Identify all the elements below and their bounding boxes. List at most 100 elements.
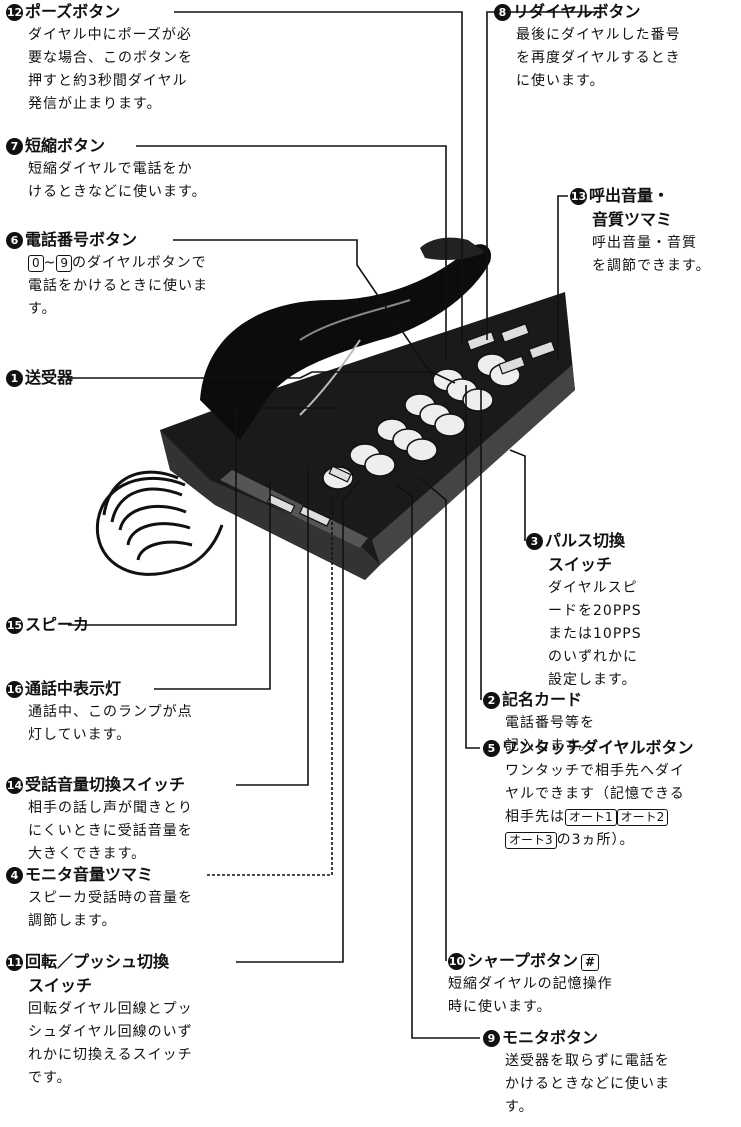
callout-title-line2: 音質ツマミ bbox=[592, 210, 673, 229]
callout-title: シャープボタン bbox=[467, 951, 579, 970]
badge-number: 8 bbox=[494, 4, 511, 21]
description-line: 最後にダイヤルした番号 bbox=[516, 27, 681, 43]
description-line: 回転ダイヤル回線とプッ bbox=[28, 1001, 193, 1017]
leader-rotary bbox=[236, 479, 361, 963]
description-line: 電話をかけるときに使いま bbox=[28, 278, 208, 294]
badge-number: 2 bbox=[483, 692, 500, 709]
telephone-base bbox=[160, 292, 575, 580]
description-line: ワンタッチで相手先へダイ bbox=[505, 763, 685, 779]
key-9: 9 bbox=[56, 255, 73, 272]
description-line: かけるときなどに使いま bbox=[505, 1076, 670, 1092]
description-text: の3ヵ所）。 bbox=[556, 832, 635, 848]
key-auto-3: オート3 bbox=[505, 832, 557, 849]
leader-pulse bbox=[509, 449, 526, 541]
key-0: 0 bbox=[28, 255, 44, 272]
description-line: ダイヤルスピ bbox=[548, 580, 638, 596]
callout-title: スピーカ bbox=[25, 615, 90, 634]
leader-rxvol bbox=[236, 470, 309, 786]
description-line: です。 bbox=[28, 1070, 72, 1086]
description-line: ダイヤル中にポーズが必 bbox=[28, 27, 192, 43]
callout-title: 記名カード bbox=[502, 690, 583, 709]
description-line: 発信が止まります。 bbox=[28, 96, 162, 112]
description-line: 押すと約3秒間ダイヤル bbox=[28, 73, 188, 89]
callout-title: ワンタッチダイヤルボタン bbox=[502, 738, 694, 757]
callout-title-line2: スイッチ bbox=[548, 555, 613, 574]
badge-number: 5 bbox=[483, 740, 500, 757]
description-line: 灯しています。 bbox=[28, 727, 132, 743]
badge-number: 10 bbox=[448, 953, 465, 970]
callout-title: 電話番号ボタン bbox=[25, 230, 138, 249]
callout-title: モニタ音量ツマミ bbox=[25, 865, 154, 884]
description-line: けるときなどに使います。 bbox=[28, 184, 207, 200]
leader-handset-2 bbox=[299, 371, 456, 384]
leader-speaker bbox=[68, 407, 340, 626]
description-line: を調節できます。 bbox=[592, 258, 711, 274]
handset bbox=[200, 237, 491, 440]
badge-number: 7 bbox=[6, 138, 23, 155]
description-line: 電話番号等を bbox=[505, 715, 595, 731]
badge-number: 1 bbox=[6, 370, 23, 387]
leader-onetouch bbox=[465, 385, 480, 749]
tilde: ~ bbox=[43, 255, 57, 271]
key-auto-2: オート2 bbox=[616, 809, 669, 826]
description-line: スピーカ受話時の音量を bbox=[28, 890, 193, 906]
description-line: 設定します。 bbox=[548, 672, 637, 688]
description-line: す。 bbox=[28, 301, 57, 317]
leader-speed bbox=[136, 145, 447, 360]
description-text: のダイヤルボタンで bbox=[72, 255, 207, 271]
description-line: ヤルできます（記憶できる bbox=[505, 786, 685, 802]
description-line: 送受器を取らずに電話を bbox=[505, 1053, 670, 1069]
description-line: 時に使います。 bbox=[448, 999, 552, 1015]
description-line: 通話中、このランプが点 bbox=[28, 704, 193, 720]
callout-title-line2: スイッチ bbox=[28, 976, 93, 995]
sharp-symbol: # bbox=[581, 954, 600, 971]
badge-number: 6 bbox=[6, 232, 23, 249]
badge-number: 3 bbox=[526, 533, 543, 550]
leader-sharp bbox=[419, 477, 447, 961]
badge-number: 16 bbox=[6, 681, 23, 698]
callout-title: パルス切換 bbox=[545, 531, 626, 550]
badge-number: 9 bbox=[483, 1030, 500, 1047]
description-line: れかに切換えるスイッチ bbox=[28, 1047, 193, 1063]
callout-title: 受話音量切換スイッチ bbox=[25, 775, 186, 794]
description-line: を再度ダイヤルするとき bbox=[516, 50, 681, 66]
leader-ringer bbox=[557, 195, 568, 362]
description-line: 短縮ダイヤルの記憶操作 bbox=[448, 976, 613, 992]
description-line: シュダイヤル回線のいず bbox=[28, 1024, 193, 1040]
badge-number: 4 bbox=[6, 867, 23, 884]
callout-title: 送受器 bbox=[25, 368, 74, 387]
description-line: または10PPS bbox=[548, 626, 642, 642]
callout-title: 短縮ボタン bbox=[25, 136, 106, 155]
leader-pause bbox=[174, 11, 463, 345]
description-line: 大きくできます。 bbox=[28, 846, 147, 862]
badge-number: 12 bbox=[6, 4, 23, 21]
description-line: 要な場合、このボタンを bbox=[28, 50, 193, 66]
description-line: にくいときに受話音量を bbox=[28, 823, 193, 839]
description-line: 相手の話し声が聞きとり bbox=[28, 800, 193, 816]
callout-title: 通話中表示灯 bbox=[25, 679, 122, 698]
coiled-cord bbox=[95, 470, 224, 576]
description-line: のいずれかに bbox=[548, 649, 638, 665]
badge-number: 15 bbox=[6, 617, 23, 634]
description-line: に使います。 bbox=[516, 73, 605, 89]
callout-title: 呼出音量・ bbox=[589, 186, 670, 205]
key-auto-1: オート1 bbox=[565, 809, 617, 826]
